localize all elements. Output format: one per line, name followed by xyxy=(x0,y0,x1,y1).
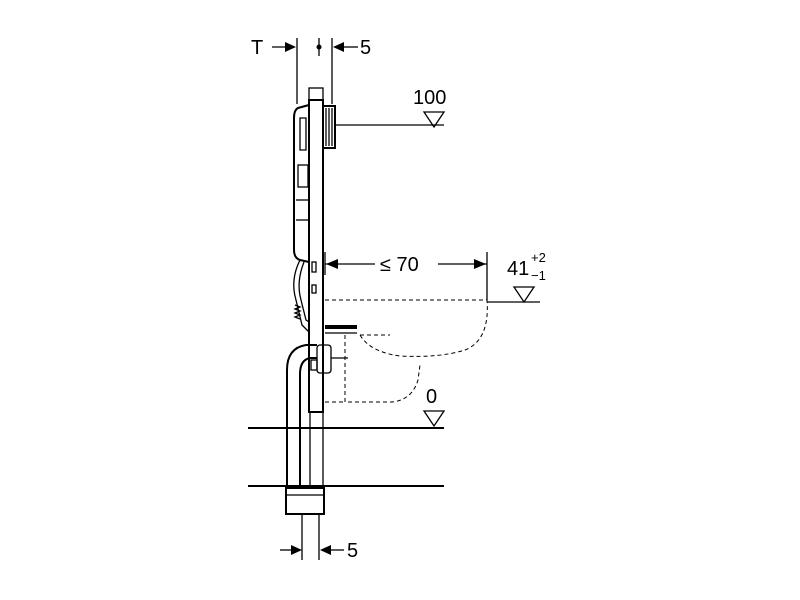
proj-arrow-right xyxy=(474,259,486,269)
frame-top-cap xyxy=(308,87,324,101)
level-triangle-0 xyxy=(422,410,446,428)
dim-label-projection: ≤ 70 xyxy=(380,254,419,276)
top-dimension: T 5 xyxy=(251,37,371,104)
mounting-frame xyxy=(293,87,336,413)
drain-pipe-inner xyxy=(299,357,317,488)
bowl-mounting-bolt xyxy=(325,325,357,329)
arrow-5-top-head xyxy=(333,42,344,52)
frame-hole xyxy=(311,261,317,273)
dim-label-41-sup: +2 xyxy=(531,250,546,265)
dim-label-100: 100 xyxy=(413,87,446,109)
frame-hole xyxy=(311,284,317,294)
arrow-bottom-left-head xyxy=(291,545,302,555)
dim-label-0: 0 xyxy=(426,386,437,408)
dim-label-5-top: 5 xyxy=(360,37,371,59)
actuator-plate xyxy=(322,105,336,149)
drain-pipe-outer xyxy=(286,344,317,488)
frame-column xyxy=(308,99,324,413)
proj-arrow-left xyxy=(326,259,338,269)
frame-bracket xyxy=(310,359,318,371)
dim-label-41-sub: −1 xyxy=(531,268,546,283)
cistern-body xyxy=(293,104,310,263)
height-100-marker: 100 xyxy=(335,87,446,129)
wc-bowl xyxy=(316,299,488,403)
drain-pipe xyxy=(285,344,325,515)
dim-label-41: 41 xyxy=(507,258,529,280)
flush-pipe-inner xyxy=(298,261,310,323)
arrow-t-head xyxy=(285,42,296,52)
dim-label-5-bottom: 5 xyxy=(347,540,358,562)
cistern-detail xyxy=(299,117,307,151)
level-triangle-100 xyxy=(422,111,446,129)
flush-pipe xyxy=(293,259,310,333)
bowl-outline xyxy=(325,299,488,357)
arrow-bottom-right-head xyxy=(320,545,331,555)
floor: 0 xyxy=(248,386,446,487)
flexible-hose xyxy=(293,304,302,320)
drain-socket xyxy=(285,487,325,515)
height-41-marker: 41 +2 −1 xyxy=(487,250,546,304)
level-triangle-41 xyxy=(512,286,536,304)
bottom-dimension: 5 xyxy=(280,514,358,562)
cistern-valve xyxy=(297,164,309,188)
projection-dimension: ≤ 70 xyxy=(324,252,488,300)
bowl-pedestal xyxy=(344,335,421,403)
dim-label-t: T xyxy=(251,37,263,59)
